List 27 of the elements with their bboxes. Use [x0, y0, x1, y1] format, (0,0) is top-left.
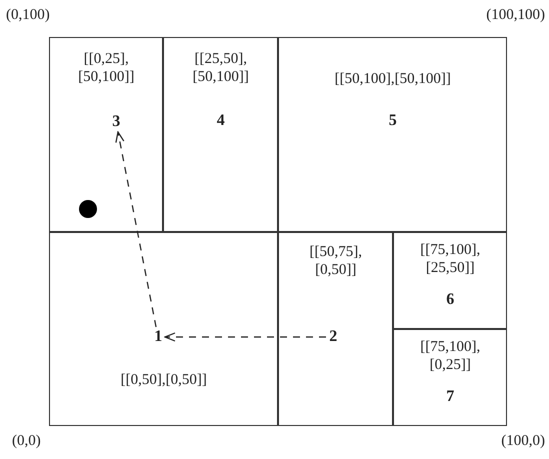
corner-coordinate: (100,100) — [486, 6, 545, 24]
region-bounds: [[75,100], [0,25]] — [419, 338, 482, 374]
region-cell — [49, 232, 278, 426]
corner-coordinate: (0,0) — [12, 432, 41, 450]
region-bounds: [[50,75], [0,50]] — [308, 243, 363, 280]
region-cell — [163, 37, 278, 232]
region-bounds: [[0,50],[0,50]] — [120, 371, 207, 390]
region-bounds: [[0,25], [50,100]] — [77, 50, 136, 86]
corner-coordinate: (100,0) — [501, 432, 545, 450]
region-bounds: [[75,100], [25,50]] — [419, 241, 482, 278]
region-bounds: [[25,50], [50,100]] — [192, 50, 250, 86]
region-number: 5 — [388, 112, 397, 130]
region-cell — [393, 329, 508, 426]
point-number: 3 — [109, 112, 124, 132]
region-number: 7 — [446, 388, 454, 406]
dashed-arrow — [164, 332, 326, 342]
region-number: 6 — [446, 291, 454, 310]
dashed-arrow — [115, 131, 157, 328]
point-number: 1 — [151, 327, 166, 348]
region-cell — [393, 232, 508, 330]
region-cell — [278, 37, 508, 232]
region-cell — [49, 37, 164, 232]
region-bounds: [[50,100],[50,100]] — [334, 70, 451, 88]
region-number: 4 — [216, 112, 225, 130]
region-cell — [278, 232, 394, 426]
corner-coordinate: (0,100) — [6, 6, 50, 24]
point-number: 2 — [326, 327, 340, 348]
